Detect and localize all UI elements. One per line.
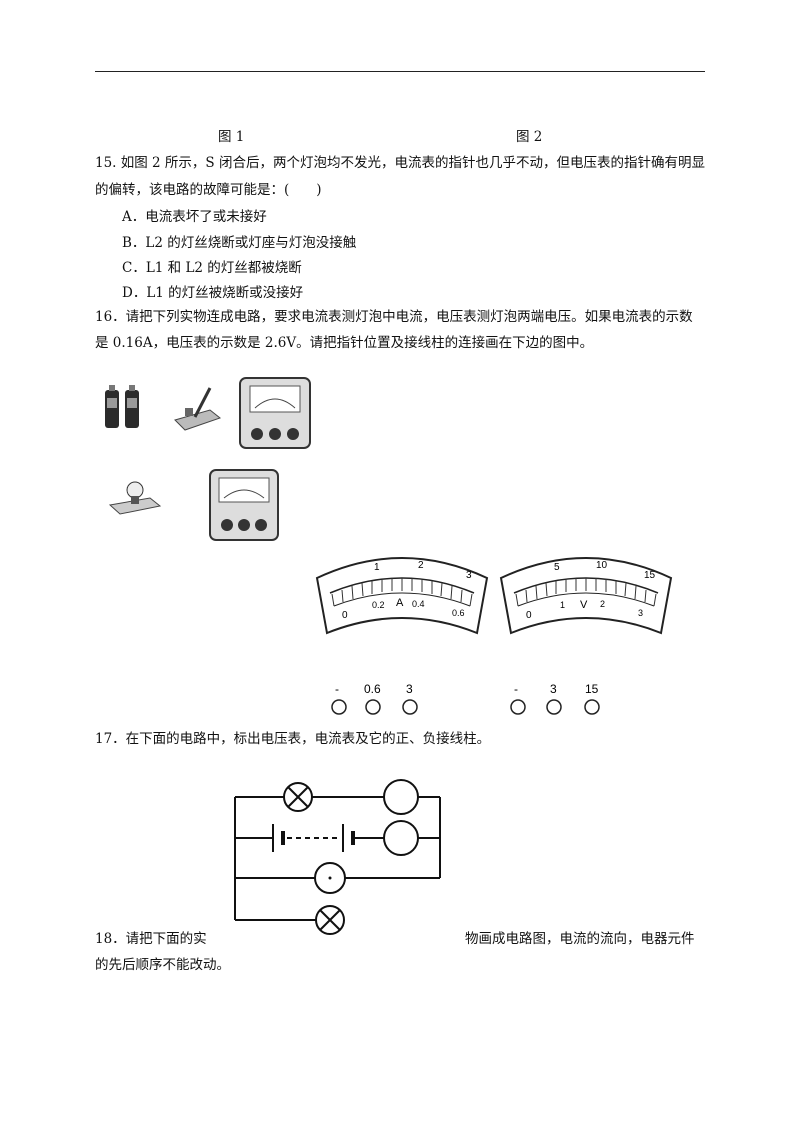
voltmeter-terminal-label-negative: -	[514, 682, 518, 696]
voltmeter-terminal-label-3: 3	[550, 682, 557, 696]
lamp-icon	[315, 905, 345, 935]
ammeter-top-tick-1: 1	[374, 562, 380, 573]
meter-picture-2	[209, 469, 279, 541]
q18-stem-right: 物画成电路图，电流的流向，电器元件	[465, 931, 695, 947]
figure-2-label: 图 2	[516, 129, 543, 145]
voltmeter-bottom-tick-2: 2	[600, 599, 605, 609]
voltmeter-terminal-label-15: 15	[585, 682, 599, 696]
ammeter-bottom-tick-0-4: 0.4	[412, 599, 425, 609]
q18-stem-left: 18．请把下面的实	[95, 931, 207, 947]
q18-stem-line2: 的先后顺序不能改动。	[95, 957, 230, 973]
q15-option-d: D．L1 的灯丝被烧断或没接好	[122, 285, 304, 301]
meter-blank-2[interactable]	[383, 820, 419, 856]
physical-components-figure	[105, 377, 311, 541]
ammeter-top-tick-2: 2	[418, 560, 424, 571]
voltmeter-bottom-tick-1: 1	[560, 600, 565, 610]
ammeter-unit-label: A	[396, 597, 404, 609]
ammeter-bottom-tick-0-6: 0.6	[452, 608, 465, 618]
ammeter-terminal-3[interactable]	[402, 699, 418, 715]
voltmeter-bottom-tick-3: 3	[638, 608, 643, 618]
q17-stem: 17．在下面的电路中，标出电压表，电流表及它的正、负接线柱。	[95, 731, 491, 747]
q15-stem-line2: 的偏转，该电路的故障可能是：( )	[95, 182, 322, 198]
ammeter-terminal-label-3: 3	[406, 682, 413, 696]
q15-option-c: C．L1 和 L2 的灯丝都被烧断	[122, 260, 302, 276]
meter-blank-1[interactable]	[383, 779, 419, 815]
voltmeter-dial: 5 10 15 0 1 V 2 3	[499, 557, 673, 635]
ammeter-terminals: - 0.6 3	[331, 682, 418, 715]
q16-stem-line2: 是 0.16A，电压表的示数是 2.6V。请把指针位置及接线柱的连接画在下边的图…	[95, 335, 594, 351]
voltmeter-top-tick-10: 10	[596, 560, 608, 571]
ammeter-terminal-label-0-6: 0.6	[364, 682, 381, 696]
figure-1-label: 图 1	[218, 129, 245, 145]
meter-picture-1	[239, 377, 311, 449]
battery-icon	[272, 824, 355, 852]
voltmeter-terminal-negative[interactable]	[510, 699, 526, 715]
battery-picture	[105, 385, 139, 428]
voltmeter-top-tick-5: 5	[554, 562, 560, 573]
ammeter-terminal-negative[interactable]	[331, 699, 347, 715]
q15-option-a: A．电流表坏了或未接好	[122, 209, 267, 225]
ammeter-terminal-0-6[interactable]	[365, 699, 381, 715]
lamp-icon	[283, 782, 313, 812]
q16-stem-line1: 16．请把下列实物连成电路，要求电流表测灯泡中电流，电压表测灯泡两端电压。如果电…	[95, 309, 693, 325]
ammeter-terminal-label-negative: -	[335, 682, 339, 696]
voltmeter-bottom-tick-0: 0	[526, 610, 532, 621]
q15-option-b: B．L2 的灯丝烧断或灯座与灯泡没接触	[122, 235, 357, 251]
bulb-holder-picture	[108, 481, 162, 515]
voltmeter-top-tick-15: 15	[644, 570, 656, 581]
ammeter-top-tick-3: 3	[466, 570, 472, 581]
ammeter-bottom-tick-0: 0	[342, 610, 348, 621]
voltmeter-terminal-3[interactable]	[546, 699, 562, 715]
voltmeter-unit-label: V	[580, 599, 588, 611]
q15-stem-line1: 15. 如图 2 所示，S 闭合后，两个灯泡均不发光，电流表的指针也几乎不动，但…	[95, 155, 705, 171]
header-rule	[95, 71, 705, 72]
circuit-diagram	[234, 779, 441, 935]
switch-picture	[174, 387, 222, 431]
ammeter-dial: 1 2 3 0 0.2 A 0.4 0.6	[315, 557, 489, 635]
voltmeter-terminals: - 3 15	[510, 682, 600, 715]
ammeter-bottom-tick-0-2: 0.2	[372, 600, 385, 610]
voltmeter-terminal-15[interactable]	[584, 699, 600, 715]
